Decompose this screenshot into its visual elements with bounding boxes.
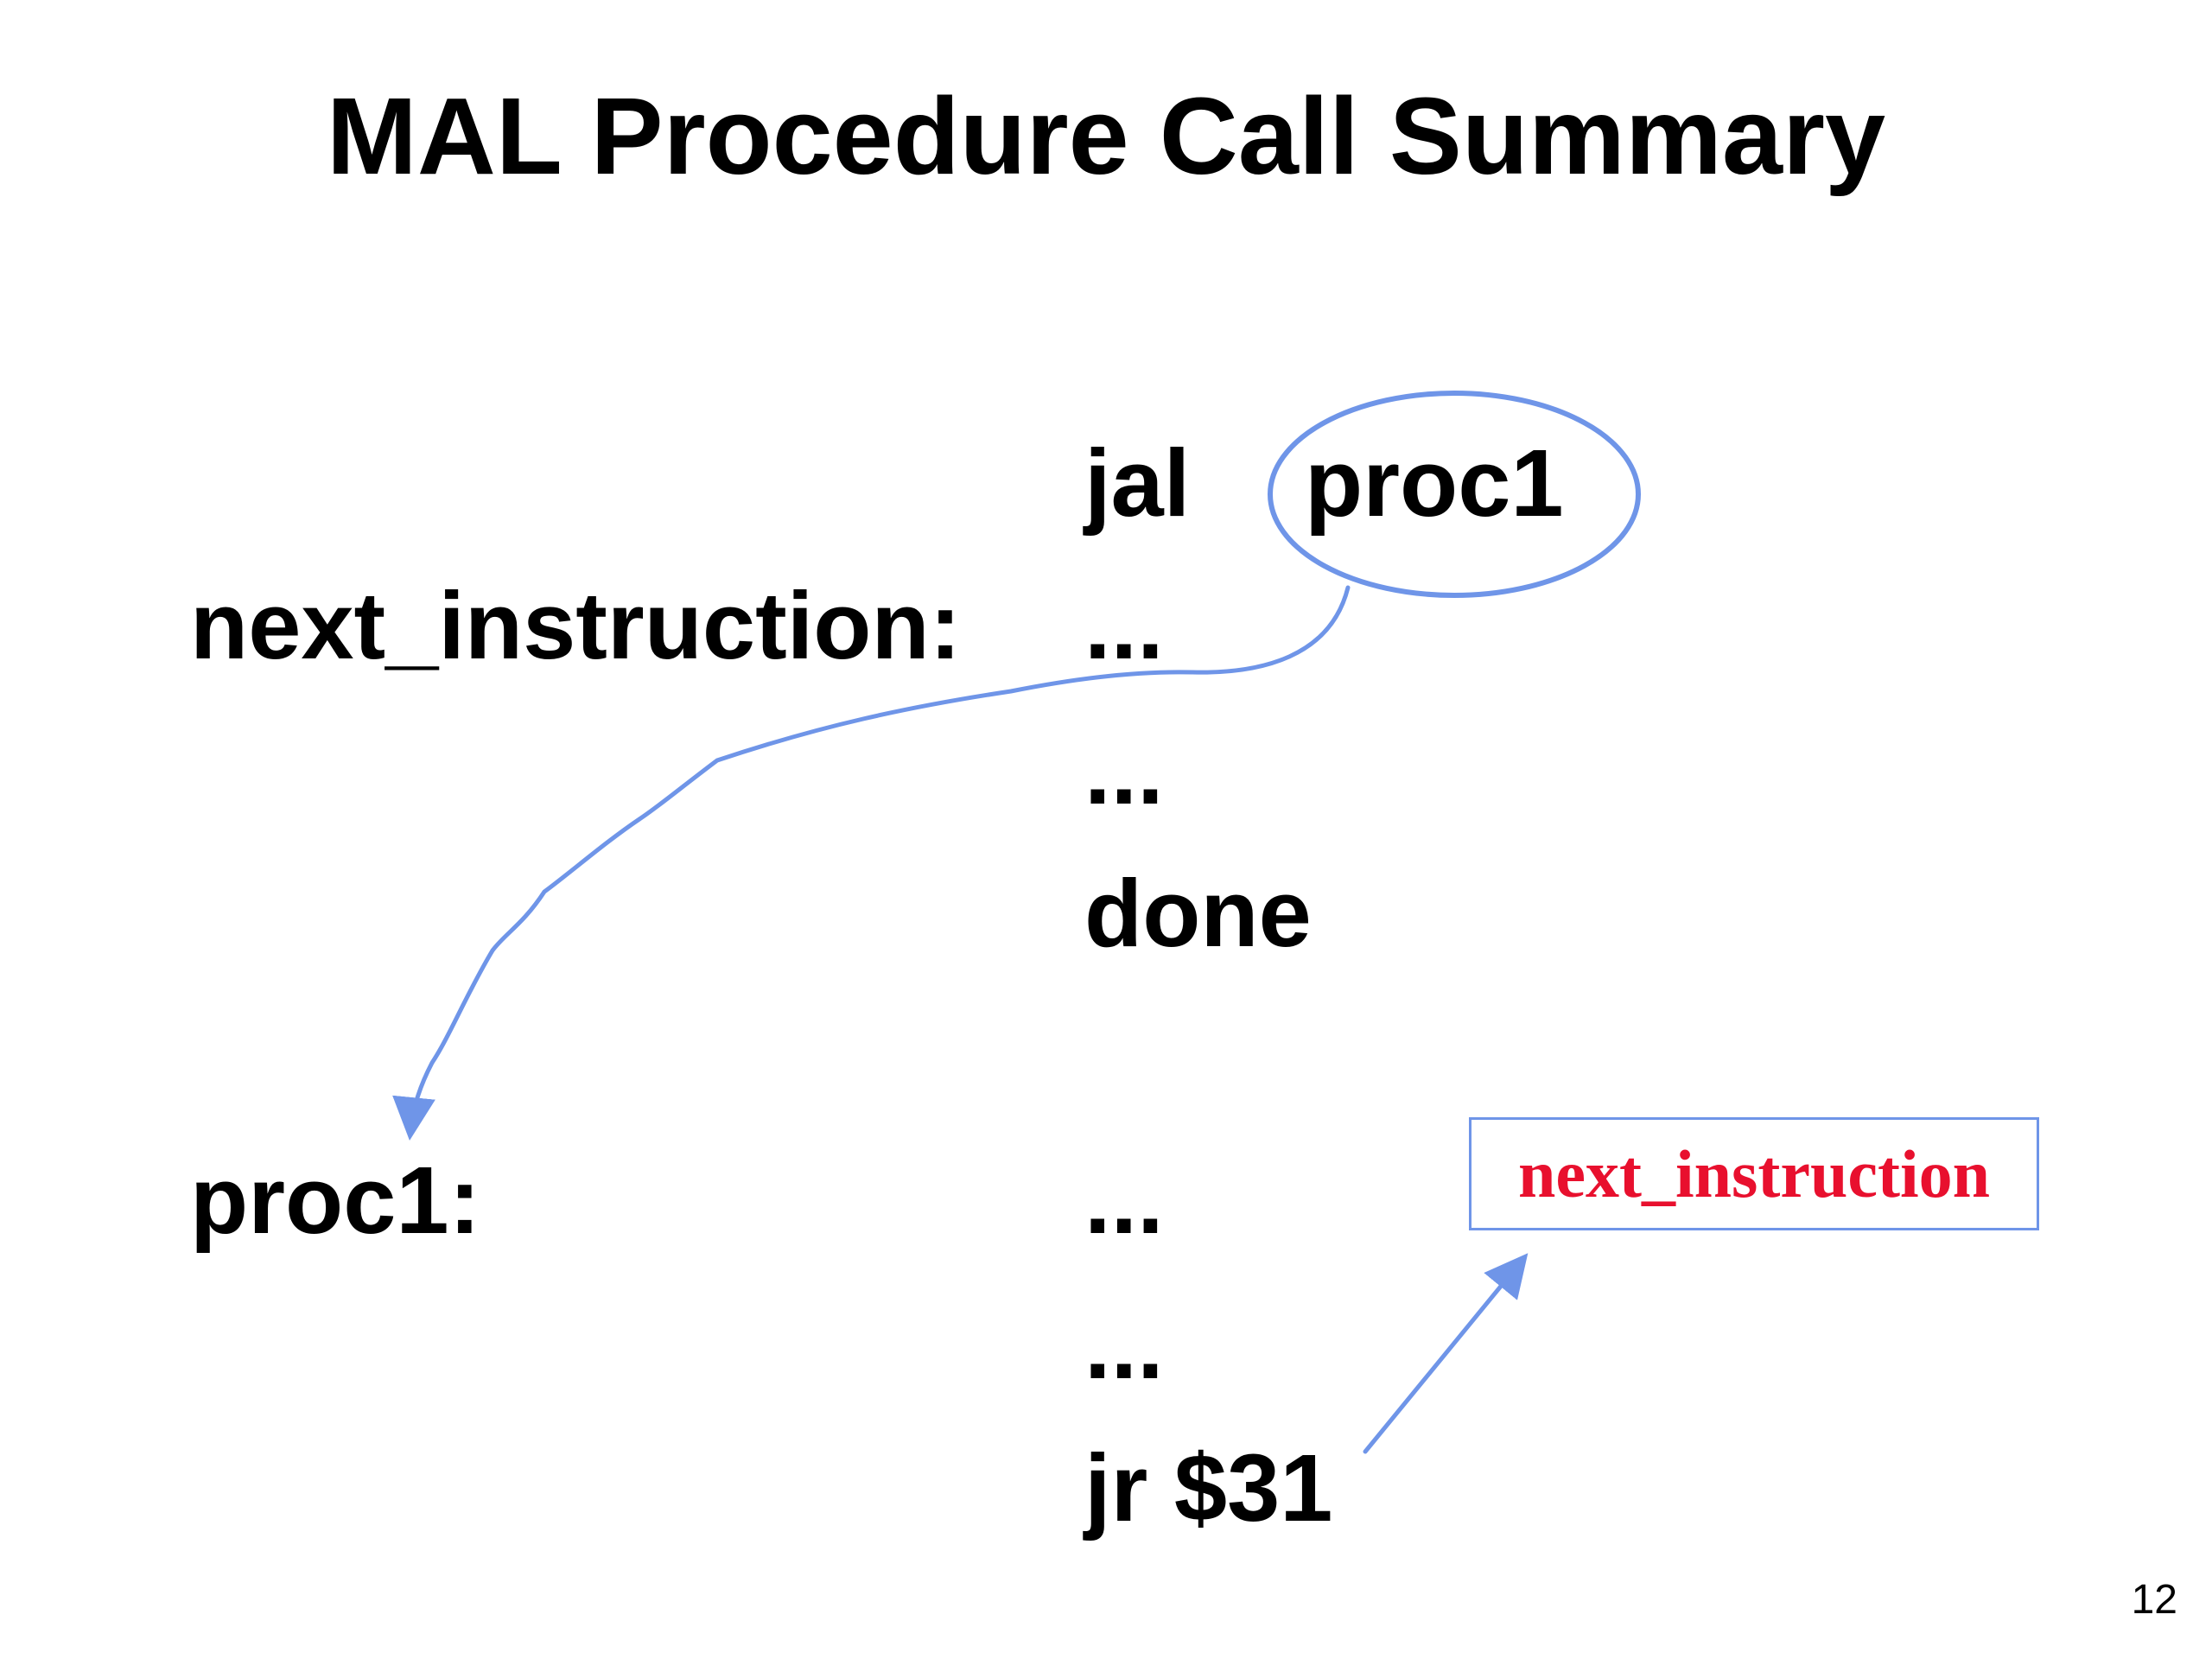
proc1-label: proc1: xyxy=(190,1147,481,1254)
page-number: 12 xyxy=(2131,1577,2177,1623)
proc1-circle xyxy=(1268,391,1641,598)
call-arrow xyxy=(392,585,1351,1141)
instruction-done: done xyxy=(1084,861,1312,967)
instruction-ellipsis-2: ... xyxy=(1084,718,1164,824)
return-address-box: next_instruction xyxy=(1469,1117,2039,1230)
next-instruction-label: next_instruction: xyxy=(190,573,962,679)
jal-target: proc1 xyxy=(1305,430,1564,537)
return-instruction: jr $31 xyxy=(1084,1435,1333,1541)
jal-mnemonic: jal xyxy=(1084,430,1191,537)
proc1-instruction-2: ... xyxy=(1084,1293,1164,1399)
instruction-after-jal: ... xyxy=(1084,573,1164,679)
slide-title: MAL Procedure Call Summary xyxy=(326,75,1886,197)
proc1-instruction-1: ... xyxy=(1084,1147,1164,1254)
return-address-label: next_instruction xyxy=(1518,1135,1990,1211)
return-arrow xyxy=(1363,1253,1529,1454)
